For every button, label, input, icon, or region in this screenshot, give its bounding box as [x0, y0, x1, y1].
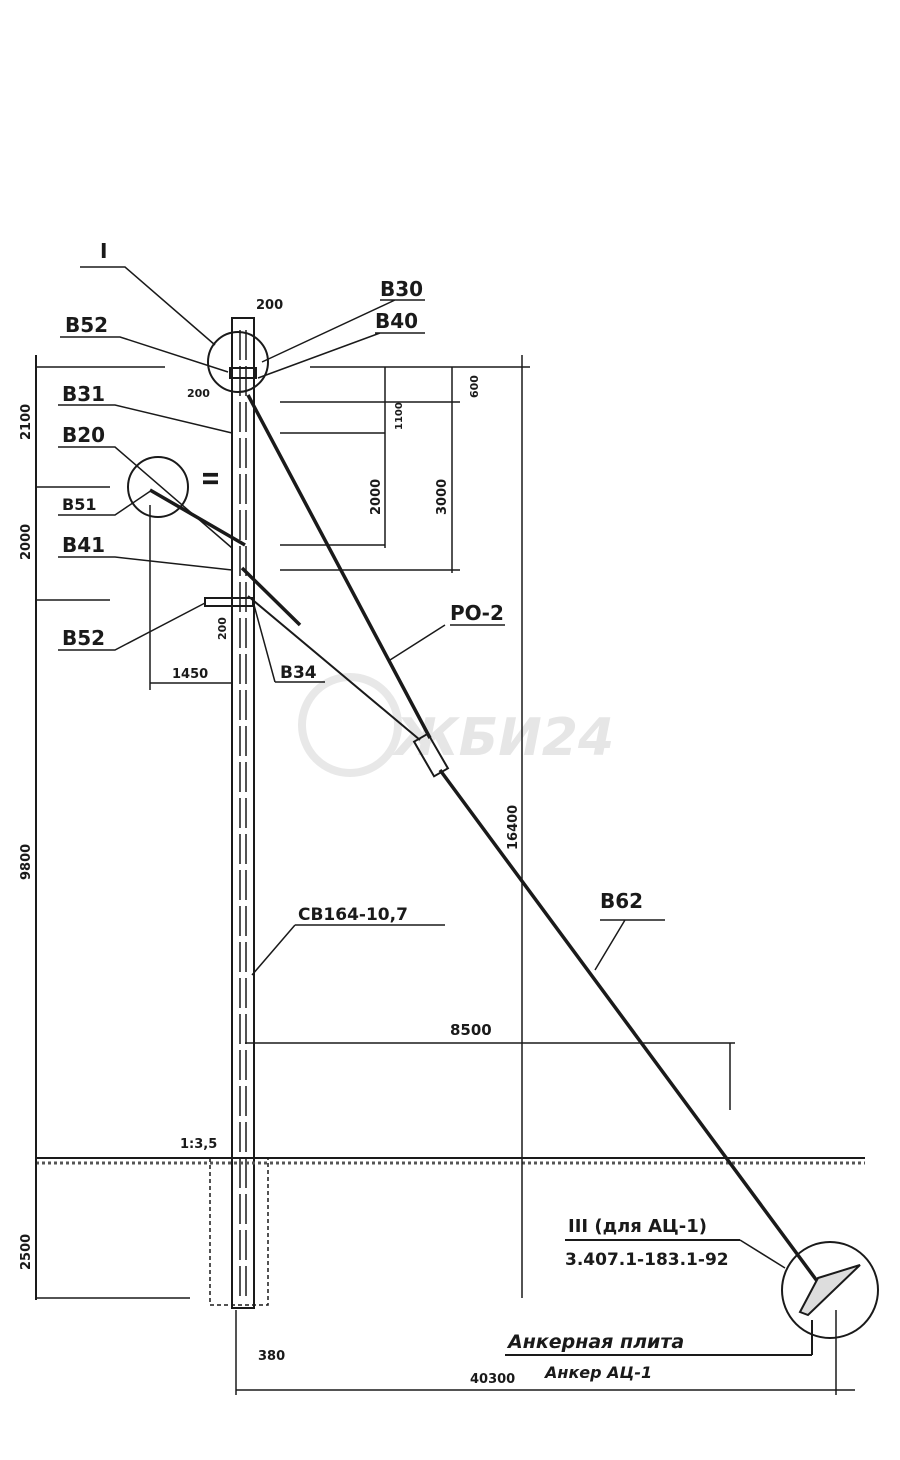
node-1-label: I	[100, 239, 107, 263]
b51-label: В51	[62, 495, 96, 514]
anchor-plate-shape	[798, 1264, 861, 1317]
watermark-text: ЖБИ24	[392, 708, 614, 768]
dim-1450: 1450	[172, 667, 208, 682]
watermark: ЖБИ24	[298, 673, 614, 777]
dim-16400: 16400	[506, 805, 521, 850]
anchor-label: Анкер АЦ-1	[543, 1363, 652, 1382]
b41-label: В41	[62, 533, 105, 557]
po2-label: РО-2	[450, 601, 504, 625]
dim-2000-right: 2000	[369, 479, 384, 515]
dim-9800: 9800	[19, 844, 34, 880]
left-dimensions	[35, 355, 232, 1300]
pole	[204, 317, 257, 1309]
pole-type-label: СВ164-10,7	[298, 905, 408, 925]
node-2-circle	[127, 456, 189, 518]
node-1-circle	[207, 331, 269, 393]
slope-label: 1:3,5	[180, 1137, 217, 1152]
leaders	[58, 266, 665, 976]
b62-label: В62	[600, 889, 643, 913]
right-dimensions	[235, 355, 855, 1395]
anchor-plate-label: Анкерная плита	[506, 1331, 684, 1353]
dim-380: 380	[258, 1349, 285, 1364]
dim-2500: 2500	[19, 1234, 34, 1270]
dim-8500: 8500	[450, 1021, 492, 1039]
b30-label: В30	[380, 277, 423, 301]
b34-label: В34	[280, 663, 317, 683]
node-3-circle	[781, 1241, 879, 1339]
guy-wire	[149, 394, 822, 1287]
dim-600: 600	[468, 375, 481, 398]
dim-2100: 2100	[19, 404, 34, 440]
b52-top-label: В52	[65, 313, 108, 337]
node-3-reference: 3.407.1-183.1-92	[565, 1250, 729, 1270]
node-2-label: II	[199, 471, 223, 486]
dim-3000: 3000	[435, 479, 450, 515]
node-3-label: III (для АЦ-1)	[568, 1216, 707, 1237]
b40-label: В40	[375, 309, 418, 333]
b31-label: В31	[62, 382, 105, 406]
b52-low-label: В52	[62, 626, 105, 650]
dim-1100: 1100	[394, 402, 405, 430]
dim-cap-offset: 200	[187, 387, 210, 400]
dim-top-width: 200	[256, 298, 283, 313]
dim-bracket-200: 200	[216, 617, 229, 640]
b20-label: В20	[62, 423, 105, 447]
dim-40300: 40300	[470, 1372, 515, 1387]
dim-2000-left: 2000	[19, 524, 34, 560]
